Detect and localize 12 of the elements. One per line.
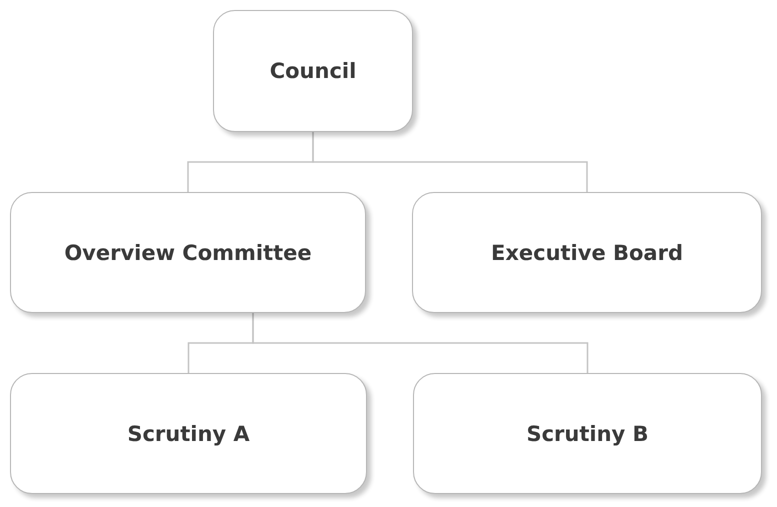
org-box	[10, 192, 366, 313]
connector-line	[252, 313, 588, 373]
box-label: Scrutiny B	[525, 422, 650, 446]
org-box	[10, 373, 367, 494]
box-label: Executive Board	[490, 240, 684, 264]
box-label: Scrutiny A	[126, 422, 251, 446]
box-label: Council	[268, 59, 358, 83]
connector-line	[312, 132, 588, 192]
org-box	[412, 192, 762, 313]
org-box	[413, 373, 762, 494]
org-box	[213, 10, 413, 132]
box-label: Overview Committee	[63, 240, 313, 264]
